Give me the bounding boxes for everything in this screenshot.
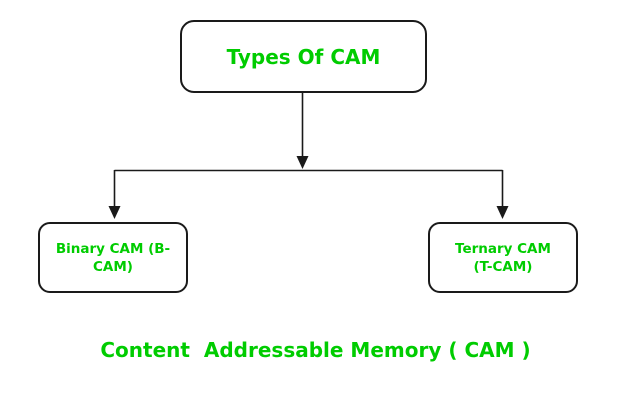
node-label-line2: CAM) xyxy=(93,258,133,275)
node-types-of-cam: Types Of CAM xyxy=(180,20,427,93)
node-label-line1: Ternary CAM xyxy=(455,240,551,257)
arrowhead-down-icon xyxy=(496,206,509,219)
diagram-caption: Content Addressable Memory ( CAM ) xyxy=(100,338,531,362)
arrowhead-down-icon xyxy=(108,206,121,219)
node-label-line1: Binary CAM (B- xyxy=(55,240,171,257)
node-binary-cam: Binary CAM (B- CAM) xyxy=(38,222,188,293)
node-ternary-cam: Ternary CAM (T-CAM) xyxy=(428,222,578,293)
node-label: Types Of CAM xyxy=(226,44,381,69)
node-label-line2: (T-CAM) xyxy=(473,258,533,275)
arrowhead-down-icon xyxy=(296,156,309,169)
